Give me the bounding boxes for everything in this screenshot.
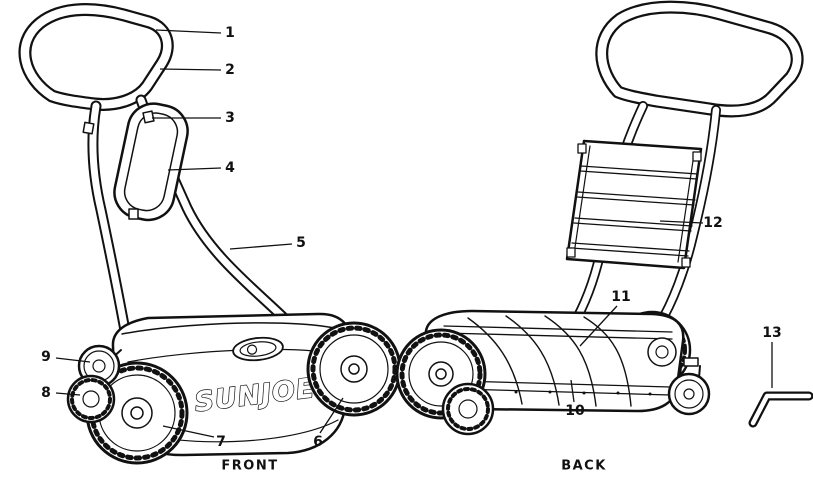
callout-8: 8	[41, 385, 51, 401]
callout-3: 3	[225, 110, 235, 126]
back-view-drawing	[395, 0, 804, 436]
deck-badge	[232, 336, 284, 362]
back-right-small-wheel	[667, 357, 711, 416]
callout-12: 12	[703, 215, 723, 231]
front-handle-tubes	[87, 94, 304, 342]
front-small-wheels	[66, 344, 122, 424]
callout-9: 9	[41, 349, 51, 365]
back-left-wheels	[395, 328, 495, 436]
callout-5: 5	[296, 235, 306, 251]
front-right-wheel	[306, 321, 402, 417]
front-view-label: FRONT	[221, 458, 279, 474]
back-view-label: BACK	[561, 458, 607, 474]
front-handle-clips	[82, 110, 155, 220]
front-handle-panel	[113, 102, 189, 222]
callout-11: 11	[611, 289, 631, 305]
front-handle-loop	[18, 3, 174, 111]
front-view-drawing: SUNJOE	[18, 3, 402, 465]
callout-2: 2	[225, 62, 235, 78]
callout-leader-lines	[55, 29, 773, 438]
callout-1: 1	[225, 25, 235, 41]
callout-7: 7	[216, 434, 226, 450]
callout-4: 4	[225, 160, 235, 176]
callout-10: 10	[565, 403, 585, 419]
hex-key-drawing	[748, 391, 813, 428]
back-handle-loop	[595, 0, 804, 118]
bag-frame	[565, 139, 703, 270]
callout-13: 13	[762, 325, 782, 341]
callout-6: 6	[313, 434, 323, 450]
